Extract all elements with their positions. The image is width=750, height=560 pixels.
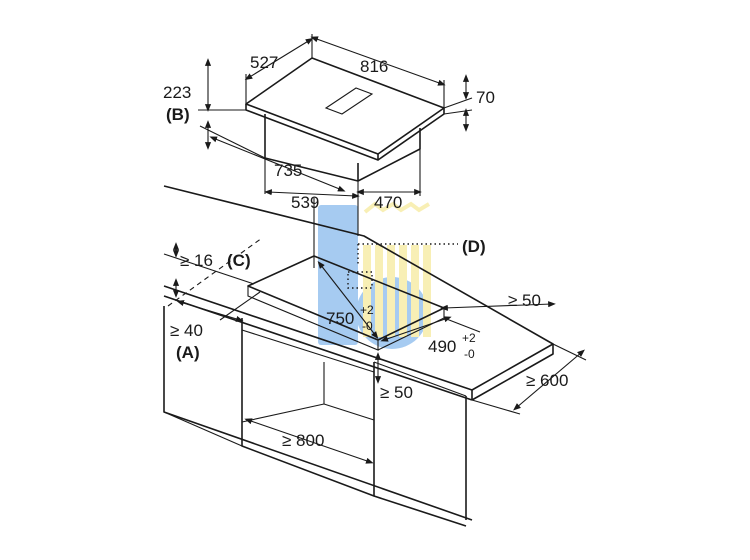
label-hob-width: 816 [360, 57, 388, 76]
label-detail-ref: (D) [462, 237, 486, 256]
label-min-clearance-rear-ref: (C) [227, 251, 251, 270]
label-min-front-clearance: ≥ 40 [170, 321, 203, 340]
label-min-side-clearance: ≥ 50 [508, 291, 541, 310]
label-cutout-width-tol-minus: -0 [362, 319, 373, 333]
label-cutout-depth-tol-plus: +2 [462, 331, 476, 345]
label-cutout-width-tol-plus: +2 [360, 303, 374, 317]
label-cutout-depth: 490 [428, 337, 456, 356]
extractor-slot [324, 87, 374, 115]
label-min-front-clearance-ref: (A) [176, 343, 200, 362]
label-min-worktop-depth: ≥ 600 [526, 371, 568, 390]
label-cutout-width: 750 [326, 309, 354, 328]
label-body-width: 735 [274, 161, 302, 180]
label-min-gap-below: ≥ 50 [380, 383, 413, 402]
label-cutout-depth-tol-minus: -0 [464, 347, 475, 361]
label-body-depth: 539 [291, 193, 319, 212]
label-min-clearance-rear: ≥ 16 [180, 251, 213, 270]
label-unit-height: 223 [163, 83, 191, 102]
label-min-cabinet-width: ≥ 800 [282, 431, 324, 450]
label-body-offset: 470 [374, 193, 402, 212]
label-hob-depth: 527 [250, 53, 278, 72]
label-unit-height-ref: (B) [166, 105, 190, 124]
label-hob-thickness: 70 [476, 88, 495, 107]
